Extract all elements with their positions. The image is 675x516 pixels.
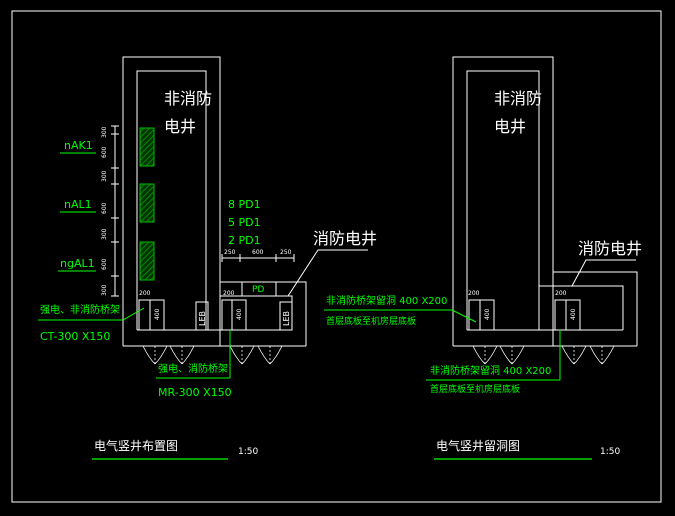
scale-left: 1:50: [238, 447, 258, 457]
dim-400-right-a: 400: [484, 308, 491, 320]
title-right: 电气竖井留洞图: [436, 438, 520, 453]
door-swings-right: [472, 345, 615, 365]
dim-top-1: 250: [224, 249, 236, 256]
room-nonfire-line2-right: 电井: [494, 117, 526, 136]
note-a-line2: 首层底板至机房层底板: [326, 315, 416, 327]
dim-400-a: 400: [154, 308, 161, 320]
room-fire-left: 消防电井: [313, 229, 377, 248]
dim-200-right-b: 200: [555, 290, 567, 297]
dim-nak1-bot: 300: [101, 170, 108, 182]
dim-nal1-mid: 600: [101, 202, 108, 214]
leb-label-b: LEB: [282, 311, 291, 326]
dim-400-b: 400: [236, 308, 243, 320]
room-nonfire-line1-left: 非消防: [164, 89, 212, 108]
dim-nak1-top: 300: [101, 126, 108, 138]
room-fire-right: 消防电井: [578, 239, 642, 258]
dim-top-2: 600: [252, 249, 264, 256]
dim-nal1-bot: 300: [101, 228, 108, 240]
panel-nal1: [139, 183, 155, 223]
dim-400-right-b: 400: [570, 308, 577, 320]
dim-ngal1-mid: 600: [101, 258, 108, 270]
note-a-line1: 非消防桥架留洞 400 X200: [326, 294, 447, 307]
dim-200-a: 200: [139, 290, 151, 297]
note-ct-line1: 强电、非消防桥架: [40, 303, 120, 316]
left-plan: [122, 56, 368, 347]
dim-ngal1-bot: 300: [101, 284, 108, 296]
pd-line-2: 5 PD1: [228, 216, 261, 229]
room-nonfire-line2-left: 电井: [164, 117, 196, 136]
note-mr-line1: 强电、消防桥架: [158, 362, 228, 375]
panel-dimension-chain: [111, 125, 119, 297]
note-b-line1: 非消防桥架留洞 400 X200: [430, 364, 551, 377]
scale-right: 1:50: [600, 447, 620, 457]
door-swings-left: [142, 345, 283, 365]
note-ct-line2: CT-300 X150: [40, 330, 110, 343]
panel-ngal1: [139, 241, 155, 281]
pd-line-1: 8 PD1: [228, 198, 261, 211]
dim-nak1-mid: 600: [101, 146, 108, 158]
title-left: 电气竖井布置图: [94, 438, 178, 453]
dim-200-right-a: 200: [468, 290, 480, 297]
dim-200-b: 200: [223, 290, 235, 297]
pd-box-label: PD: [252, 285, 264, 295]
room-nonfire-line1-right: 非消防: [494, 89, 542, 108]
dim-top-3: 250: [280, 249, 292, 256]
drawing-border: [11, 10, 662, 503]
note-mr-line2: MR-300 X150: [158, 386, 232, 399]
panel-label-nal1: nAL1: [64, 198, 92, 211]
panel-label-ngal1: ngAL1: [60, 257, 95, 270]
panel-label-nak1: nAK1: [64, 139, 93, 152]
right-plan: [452, 56, 638, 347]
panel-nak1: [139, 127, 155, 167]
pd-line-3: 2 PD1: [228, 234, 261, 247]
note-b-line2: 首层底板至机房层底板: [430, 383, 520, 395]
leb-label-a: LEB: [198, 311, 207, 326]
